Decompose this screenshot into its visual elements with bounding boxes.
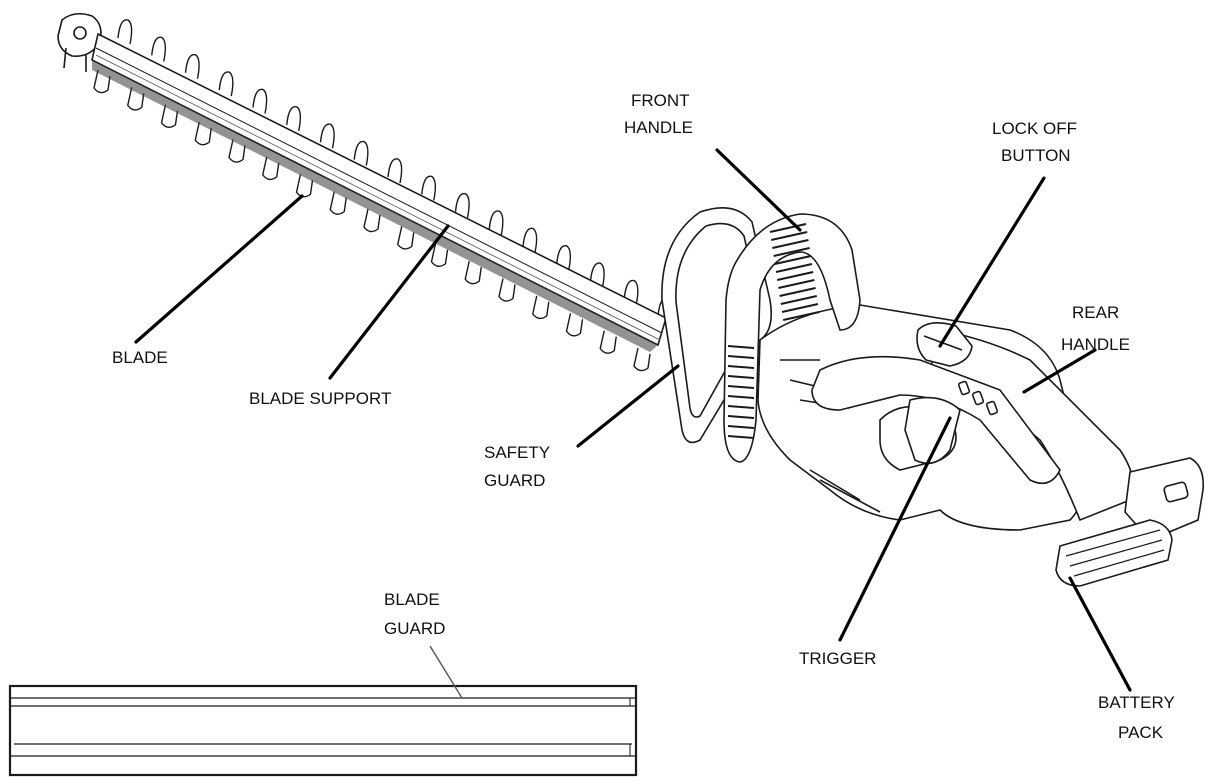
blade-assembly [57, 12, 673, 372]
blade-tooth-lower [363, 208, 381, 233]
grip-rib [773, 247, 810, 257]
label-battery-line1: BATTERY [1098, 693, 1175, 712]
blade-tooth-lower [261, 156, 280, 181]
leader-safety-guard [576, 364, 680, 448]
label-lock-off-line2: BUTTON [1001, 146, 1071, 165]
blade-tooth-lower [498, 278, 516, 302]
label-safety-guard-line2: GUARD [484, 471, 545, 490]
blade-tooth-lower [464, 260, 482, 285]
label-blade-guard-line2: GUARD [384, 619, 445, 638]
blade-teeth-lower [93, 69, 651, 372]
grip-rib [780, 295, 818, 305]
leader-front-handle [715, 148, 802, 232]
leader-rear-handle [1022, 348, 1097, 394]
blade-tooth-upper [286, 106, 302, 132]
leader-blade-guard [429, 645, 463, 699]
grip-rib [727, 385, 755, 389]
rear-handle [811, 329, 1135, 522]
grip-rib [727, 435, 755, 439]
blade-tooth-upper [522, 227, 538, 253]
blade-tooth-upper [421, 175, 437, 201]
blade-tooth-lower [531, 295, 550, 320]
grip-rib [772, 239, 809, 249]
leader-blade [134, 194, 304, 344]
labels: BLADE BLADE SUPPORT FRONT HANDLE LOCK OF… [112, 91, 1175, 742]
blade-tooth-lower [396, 226, 415, 250]
label-blade-support: BLADE SUPPORT [249, 389, 391, 408]
lock-off-button [916, 322, 973, 367]
grip-rib [779, 287, 816, 297]
leader-lines [134, 148, 1132, 699]
blade-tooth-upper [488, 210, 504, 236]
blade-tooth-upper [623, 279, 639, 305]
label-lock-off-line1: LOCK OFF [992, 119, 1077, 138]
grip-rib [781, 303, 819, 313]
blade-tooth-upper [387, 158, 403, 184]
label-battery-line2: PACK [1118, 723, 1164, 742]
grip-rib [769, 223, 807, 233]
blade-tooth-lower [599, 330, 617, 354]
grip-rib [775, 263, 813, 273]
blade-tooth-upper [117, 19, 133, 45]
blade-support-bar [91, 32, 667, 352]
front-handle-grip-ribs [727, 223, 820, 439]
grip-rib [727, 395, 755, 399]
grip-rib [727, 365, 755, 369]
blade-tooth-upper [184, 53, 200, 79]
blade-tooth-upper [556, 245, 572, 271]
grip-rib [770, 231, 808, 241]
leader-blade-support [328, 224, 450, 380]
grip-rib [727, 425, 755, 429]
label-trigger: TRIGGER [799, 649, 876, 668]
grip-rib [776, 271, 814, 281]
grip-rib [727, 375, 755, 379]
label-front-handle-line2: HANDLE [624, 118, 693, 137]
blade-guard [8, 684, 638, 777]
blade-tooth-upper [353, 140, 369, 166]
grip-rib [782, 311, 820, 321]
leader-trigger [838, 416, 952, 642]
front-handle [723, 213, 861, 463]
blade-tooth-upper [319, 123, 335, 149]
grip-rib [778, 279, 815, 289]
battery-pack [1055, 457, 1205, 587]
blade-tooth-upper [454, 192, 470, 218]
label-safety-guard-line1: SAFETY [484, 443, 550, 462]
label-front-handle-line1: FRONT [631, 91, 690, 110]
blade-tooth-lower [430, 243, 449, 267]
blade-tooth-upper [589, 262, 605, 288]
grip-rib [774, 255, 812, 265]
label-blade: BLADE [112, 348, 168, 367]
blade-teeth-upper [117, 19, 673, 323]
label-blade-guard-line1: BLADE [384, 590, 440, 609]
blade-tooth-upper [151, 36, 167, 62]
blade-tooth-upper [252, 88, 268, 114]
trigger [904, 396, 961, 465]
leader-battery [1068, 576, 1132, 692]
grip-rib [727, 405, 755, 409]
blade-tooth-lower [633, 347, 651, 372]
blade-tooth-upper [218, 71, 234, 97]
grip-rib [727, 345, 755, 349]
grip-rib [727, 355, 755, 359]
blade-tooth-lower [329, 191, 347, 215]
label-rear-handle-line2: HANDLE [1061, 335, 1130, 354]
blade-tooth-lower [565, 313, 584, 337]
leader-lock-off [938, 176, 1046, 348]
label-rear-handle-line1: REAR [1072, 303, 1119, 322]
grip-rib [727, 415, 755, 419]
